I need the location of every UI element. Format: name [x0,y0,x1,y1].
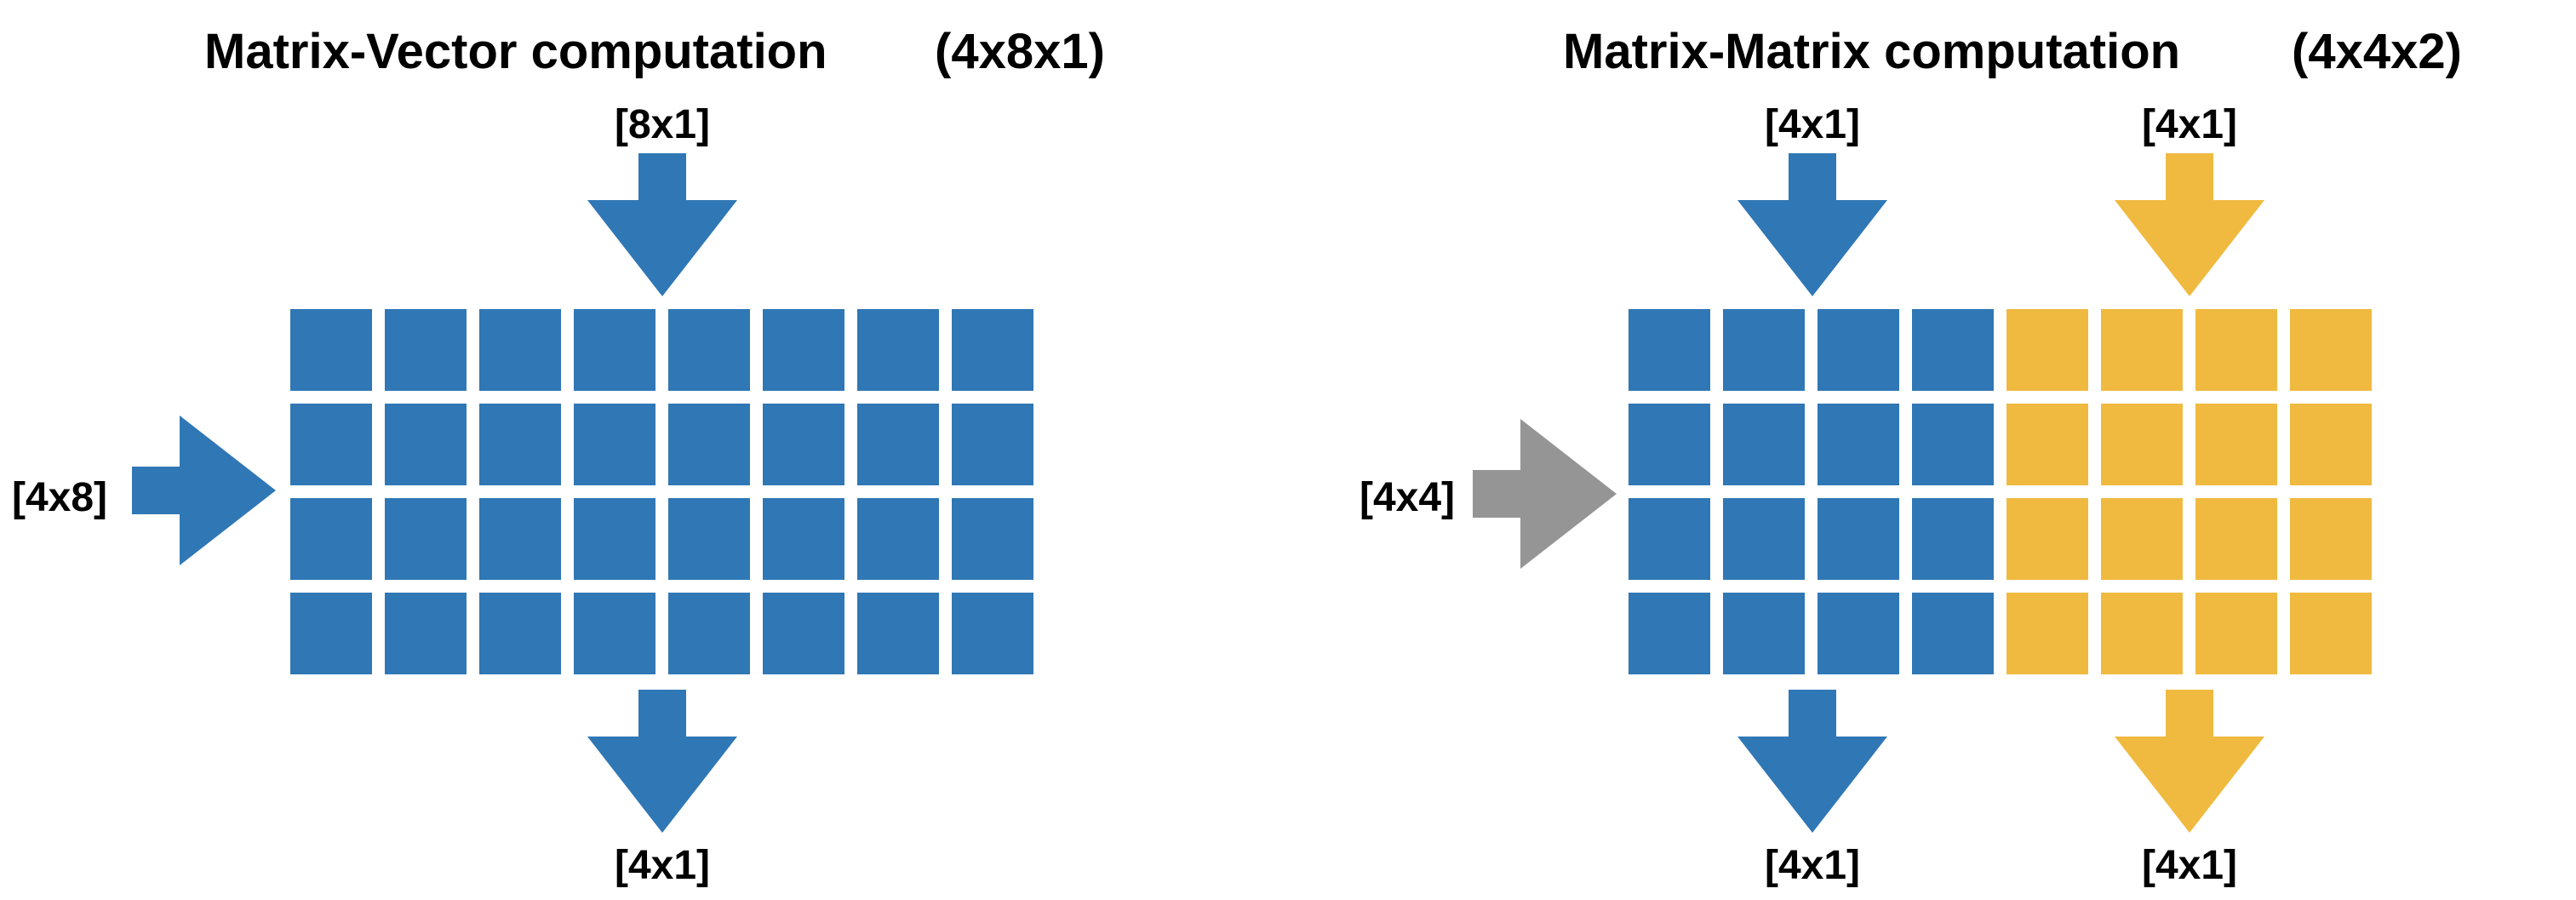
matrix-vector-grid-cell-r2-c8 [952,404,1033,485]
matrix-vector-output-label: [4x1] [615,843,710,888]
matrix-matrix-grid-cell-r1-c3 [1818,309,1899,391]
matrix-matrix-grid-cell-r2-c5 [2006,404,2088,485]
matrix-vector-grid-cell-r4-c2 [385,593,467,674]
matrix-matrix-grid-cell-r1-c2 [1723,309,1805,391]
matrix-vector-grid-cell-r3-c1 [290,498,372,580]
matrix-vector-grid-cell-r3-c2 [385,498,467,580]
matrix-vector-grid-cell-r1-c4 [574,309,655,391]
matrix-vector-input-top-label: [8x1] [615,102,710,147]
matrix-matrix-grid-cell-r2-c1 [1629,404,1710,485]
matrix-matrix-output-arrow-down-2 [2115,690,2264,833]
matrix-vector-grid-cell-r3-c6 [763,498,844,580]
matrix-matrix-output-label-2: [4x1] [2142,843,2237,888]
matrix-matrix-grid-cell-r1-c7 [2195,309,2277,391]
matrix-matrix-grid-cell-r4-c2 [1723,593,1805,674]
matrix-matrix-grid-cell-r1-c1 [1629,309,1710,391]
matrix-vector-input-arrow-down [587,153,737,296]
matrix-matrix-shape: (4x4x2) [2292,24,2462,79]
matrix-matrix-grid-cell-r1-c4 [1912,309,1994,391]
matrix-matrix-grid [1629,309,2372,674]
matrix-matrix-grid-cell-r3-c1 [1629,498,1710,580]
matrix-vector-grid-cell-r4-c1 [290,593,372,674]
matrix-matrix-grid-cell-r3-c2 [1723,498,1805,580]
matrix-matrix-grid-cell-r4-c4 [1912,593,1994,674]
matrix-vector-grid-cell-r4-c7 [857,593,939,674]
matrix-matrix-grid-cell-r4-c8 [2290,593,2372,674]
matrix-vector-grid-cell-r1-c1 [290,309,372,391]
matrix-matrix-grid-cell-r1-c6 [2101,309,2183,391]
matrix-vector-input-arrow-right [132,416,276,565]
matrix-vector-grid-cell-r2-c5 [668,404,750,485]
matrix-matrix-grid-cell-r3-c7 [2195,498,2277,580]
matrix-vector-grid-cell-r4-c5 [668,593,750,674]
matrix-vector-grid-cell-r3-c7 [857,498,939,580]
matrix-vector-input-left-label: [4x8] [12,475,107,520]
matrix-matrix-input-left-label: [4x4] [1360,475,1455,520]
matrix-matrix-grid-cell-r4-c3 [1818,593,1899,674]
matrix-vector-grid-cell-r4-c4 [574,593,655,674]
matrix-vector-grid-cell-r1-c2 [385,309,467,391]
matrix-matrix-grid-cell-r3-c6 [2101,498,2183,580]
matrix-matrix-output-label-1: [4x1] [1765,843,1860,888]
matrix-matrix-grid-cell-r1-c5 [2006,309,2088,391]
matrix-matrix-grid-cell-r3-c3 [1818,498,1899,580]
matrix-matrix-input-arrow-down-1 [1737,153,1887,296]
matrix-matrix-input-top-label-1: [4x1] [1765,102,1860,147]
matrix-vector-grid-cell-r2-c3 [479,404,561,485]
matrix-matrix-grid-cell-r2-c8 [2290,404,2372,485]
matrix-vector-grid-cell-r3-c3 [479,498,561,580]
matrix-vector-grid-cell-r4-c6 [763,593,844,674]
matrix-matrix-input-arrow-right [1473,419,1617,569]
matrix-matrix-grid-cell-r4-c6 [2101,593,2183,674]
matrix-matrix-grid-cell-r2-c6 [2101,404,2183,485]
matrix-vector-grid [290,309,1033,674]
matrix-matrix-input-arrow-down-2 [2115,153,2264,296]
matrix-vector-grid-cell-r3-c8 [952,498,1033,580]
matrix-matrix-panel: Matrix-Matrix computation (4x4x2) [4x1] … [1360,24,2462,888]
matrix-vector-grid-cell-r2-c6 [763,404,844,485]
matrix-matrix-grid-cell-r2-c3 [1818,404,1899,485]
matrix-matrix-grid-cell-r4-c1 [1629,593,1710,674]
matrix-vector-output-arrow-down [587,690,737,833]
matrix-vector-grid-cell-r1-c8 [952,309,1033,391]
matrix-vector-grid-cell-r1-c7 [857,309,939,391]
matrix-vector-grid-cell-r2-c1 [290,404,372,485]
matrix-vector-panel: Matrix-Vector computation (4x8x1) [8x1] … [12,24,1105,888]
matrix-matrix-grid-cell-r3-c4 [1912,498,1994,580]
matrix-matrix-grid-cell-r2-c7 [2195,404,2277,485]
matrix-matrix-grid-cell-r2-c4 [1912,404,1994,485]
matrix-vector-grid-cell-r2-c4 [574,404,655,485]
matrix-vector-grid-cell-r3-c5 [668,498,750,580]
matrix-matrix-grid-cell-r2-c2 [1723,404,1805,485]
matrix-vector-grid-cell-r4-c8 [952,593,1033,674]
matrix-vector-grid-cell-r4-c3 [479,593,561,674]
matrix-vector-grid-cell-r2-c2 [385,404,467,485]
matrix-matrix-grid-cell-r3-c5 [2006,498,2088,580]
matrix-matrix-grid-cell-r4-c5 [2006,593,2088,674]
matrix-matrix-title: Matrix-Matrix computation [1563,24,2180,79]
matrix-matrix-output-arrow-down-1 [1737,690,1887,833]
matrix-vector-grid-cell-r2-c7 [857,404,939,485]
matrix-matrix-grid-cell-r4-c7 [2195,593,2277,674]
matrix-vector-grid-cell-r3-c4 [574,498,655,580]
matrix-vector-grid-cell-r1-c6 [763,309,844,391]
matrix-vector-shape: (4x8x1) [935,24,1105,79]
matrix-vector-grid-cell-r1-c3 [479,309,561,391]
matrix-vector-grid-cell-r1-c5 [668,309,750,391]
matrix-matrix-input-top-label-2: [4x1] [2142,102,2237,147]
matrix-vector-title: Matrix-Vector computation [204,24,827,79]
matrix-matrix-grid-cell-r1-c8 [2290,309,2372,391]
matrix-matrix-grid-cell-r3-c8 [2290,498,2372,580]
